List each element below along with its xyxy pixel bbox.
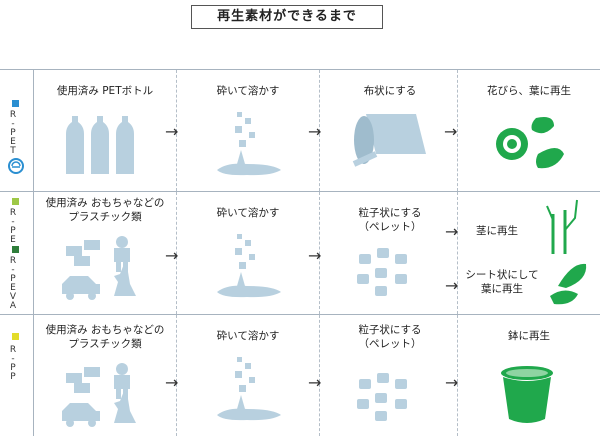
step-label: プラスチック類 xyxy=(68,338,142,350)
arrow-icon: → xyxy=(165,373,179,392)
leaf-icon xyxy=(550,263,587,305)
melt-icon xyxy=(217,357,281,421)
side-column: R-PET xyxy=(0,70,34,191)
toys-icon xyxy=(62,363,136,427)
step-label: 砕いて溶かす xyxy=(216,207,280,219)
row-r-pet: R-PET 使用済み PETボトル → 砕いて溶かす → xyxy=(0,70,600,192)
step-label: （ペレット） xyxy=(358,338,422,350)
arrow-icon: → xyxy=(165,122,179,141)
step-label: 粒子状にする xyxy=(358,324,422,336)
material-label: R-PE xyxy=(8,208,18,244)
arrow-icon: → xyxy=(308,122,322,141)
arrow-icon: → xyxy=(445,276,459,295)
pot-icon xyxy=(501,366,553,423)
step-label: 使用済み おもちゃなどの xyxy=(45,197,165,209)
arrow-icon: → xyxy=(445,373,459,392)
pet-color-swatch xyxy=(12,100,19,107)
step-label: 使用済み PETボトル xyxy=(56,85,154,97)
arrow-icon: → xyxy=(308,373,322,392)
step-label: 砕いて溶かす xyxy=(216,330,280,342)
recycle-icon xyxy=(8,158,24,174)
arrow-icon: → xyxy=(308,246,322,265)
side-column: R-PE R-PEVA xyxy=(0,192,34,314)
stem-icon xyxy=(546,199,578,254)
step-label: 使用済み おもちゃなどの xyxy=(45,324,165,336)
step-label: 布状にする xyxy=(363,85,417,97)
step-label: 茎に再生 xyxy=(476,225,518,237)
toys-icon xyxy=(62,236,136,300)
material-label: R-PP xyxy=(8,345,18,381)
arrow-icon: → xyxy=(445,222,459,241)
melt-icon xyxy=(217,112,281,176)
diagram-title: 再生素材ができるまで xyxy=(191,5,383,29)
material-label: R-PET xyxy=(8,110,18,155)
arrow-icon: → xyxy=(444,122,458,141)
step-label: 葉に再生 xyxy=(481,283,523,295)
flower-leaf-icon xyxy=(496,117,564,169)
step-label: プラスチック類 xyxy=(68,211,142,223)
cloth-roll-icon xyxy=(352,114,426,167)
pet-bottles-icon xyxy=(66,116,134,174)
step-label: 鉢に再生 xyxy=(508,330,550,342)
step-label: 花びら、葉に再生 xyxy=(487,85,571,97)
step-label: （ペレット） xyxy=(358,221,422,233)
step-label: シート状にして xyxy=(465,269,539,281)
material-label-2: R-PEVA xyxy=(8,256,18,310)
process-grid: R-PET 使用済み PETボトル → 砕いて溶かす → xyxy=(0,69,600,436)
arrow-icon: → xyxy=(165,246,179,265)
pellets-icon xyxy=(357,248,407,296)
step-label: 砕いて溶かす xyxy=(216,85,280,97)
side-column: R-PP xyxy=(0,315,34,436)
melt-icon xyxy=(217,234,281,298)
pe-color-swatch xyxy=(12,198,19,205)
step-label: 粒子状にする xyxy=(358,207,422,219)
pellets-icon xyxy=(357,373,407,421)
row-r-pp: R-PP 使用済み おもちゃなどの プラスチック類 → 砕いて溶かす xyxy=(0,315,600,436)
row-r-pe: R-PE R-PEVA 使用済み おもちゃなどの プラスチック類 → 砕いて溶か… xyxy=(0,192,600,315)
pp-color-swatch xyxy=(12,333,19,340)
peva-color-swatch xyxy=(12,246,19,253)
